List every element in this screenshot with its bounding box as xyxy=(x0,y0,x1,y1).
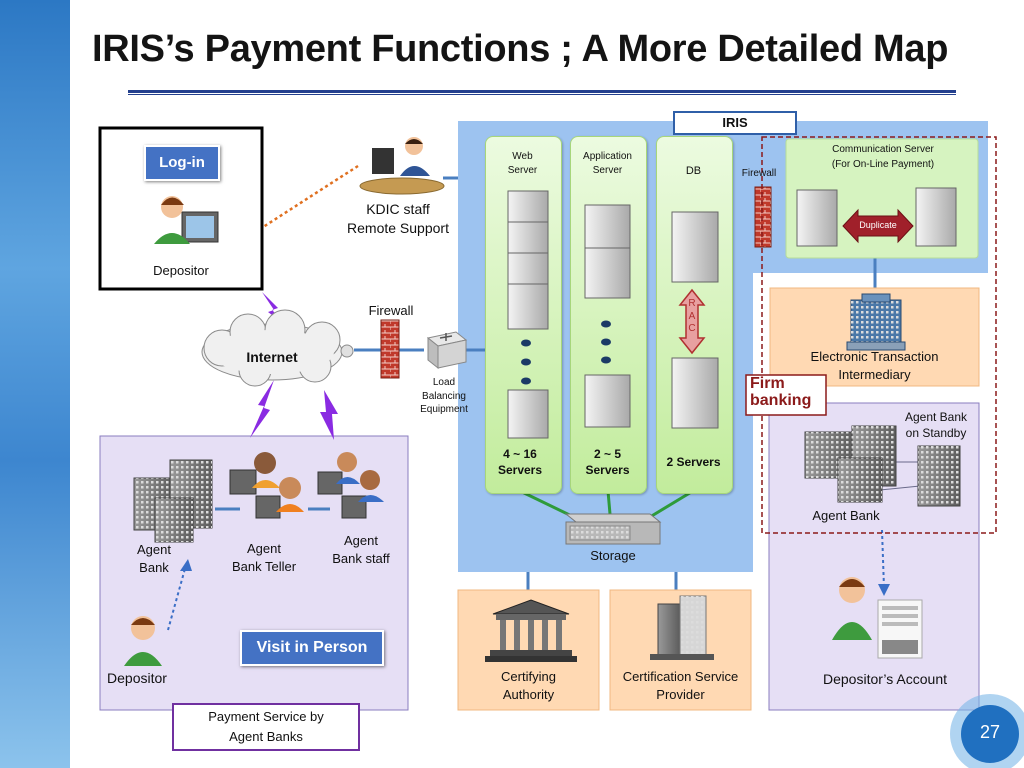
app-server-icon xyxy=(584,204,631,428)
agent-bank-standby-building-icon xyxy=(917,445,961,507)
eti-building-icon xyxy=(846,293,906,351)
certifying-authority-building-icon xyxy=(485,599,577,662)
web-server-count: 4 ~ 16 Servers xyxy=(497,447,543,478)
depositor-top-label: Depositor xyxy=(153,263,209,278)
kdic-staff-icon xyxy=(359,137,445,195)
title-underline xyxy=(128,90,956,95)
web-server-icon xyxy=(507,190,549,439)
iris-label: IRIS xyxy=(673,111,797,135)
page-number: 27 xyxy=(979,722,1001,742)
agent-bank-building-icon xyxy=(133,459,213,543)
lightning-icon xyxy=(250,380,274,438)
csp-label: Certification Service Provider xyxy=(622,669,739,702)
internet-cloud xyxy=(201,309,354,387)
kdic-label: KDIC staff Remote Support xyxy=(347,201,449,236)
rac-label: R A C xyxy=(688,298,696,334)
agent-bank-teller-icon xyxy=(229,452,304,519)
db-server-icon xyxy=(671,211,719,429)
firewall-right-icon xyxy=(754,186,772,248)
firewall-left-label: Firewall xyxy=(368,303,414,318)
eti-label: Electronic Transaction Intermediary xyxy=(810,349,939,382)
duplicate-label: Duplicate xyxy=(859,220,897,230)
duplicate-arrow xyxy=(842,208,914,244)
storage-label: Storage xyxy=(590,548,636,563)
payment-service-label: Payment Service by Agent Banks xyxy=(208,709,324,744)
app-server-count: 2 ~ 5 Servers xyxy=(585,447,630,478)
app-server-label: Application Server xyxy=(583,151,632,176)
storage-icon xyxy=(564,513,662,545)
db-server-count: 2 Servers xyxy=(666,455,721,469)
agent-bank-teller-label: Agent Bank Teller xyxy=(231,541,297,574)
comm-server-icon xyxy=(796,189,838,247)
visit-in-person-button[interactable]: Visit in Person xyxy=(240,630,384,666)
app-server-column xyxy=(570,136,647,494)
depositor-bottom-label: Depositor xyxy=(107,670,167,686)
rac-double-arrow xyxy=(678,288,706,355)
depositor-user-icon xyxy=(154,196,219,244)
agent-bank-standby-label: Agent Bank on Standby xyxy=(904,410,968,441)
decorative-left-band xyxy=(0,0,70,768)
depositor-account-icon xyxy=(832,577,923,659)
lightning-icon xyxy=(320,390,338,440)
lightning-icon xyxy=(262,292,292,330)
firm-banking-dashed-box xyxy=(761,136,997,534)
page-title: IRIS’s Payment Functions ; A More Detail… xyxy=(92,28,949,70)
agent-bank-left-label: Agent Bank xyxy=(137,542,171,575)
page-number-badge xyxy=(950,694,1024,768)
internet-label: Internet xyxy=(246,349,298,365)
db-label: DB xyxy=(685,165,702,177)
firewall-right-label: Firewall xyxy=(741,168,777,179)
agent-bank-staff-icon xyxy=(317,452,384,519)
comm-server-label: Communication Server (For On-Line Paymen… xyxy=(831,144,935,170)
load-balancing-label: Load Balancing Equipment xyxy=(420,377,468,415)
depositor-account-label: Depositor’s Account xyxy=(823,671,947,687)
depositor-user-icon xyxy=(124,616,162,666)
firewall-left-icon xyxy=(380,319,400,379)
load-balancer-icon xyxy=(426,331,468,370)
csp-building-icon xyxy=(650,595,714,660)
certifying-authority-label: Certifying Authority xyxy=(501,669,556,702)
web-server-label: Web Server xyxy=(507,151,538,176)
ellipsis-dots xyxy=(521,320,611,385)
agent-bank-right-label: Agent Bank xyxy=(812,508,880,523)
comm-server-icon xyxy=(915,187,957,247)
agent-bank-building-icon xyxy=(804,425,897,503)
agent-bank-staff-label: Agent Bank staff xyxy=(332,533,390,566)
firm-banking-label: Firm banking xyxy=(750,375,812,409)
login-button[interactable]: Log-in xyxy=(144,145,220,181)
